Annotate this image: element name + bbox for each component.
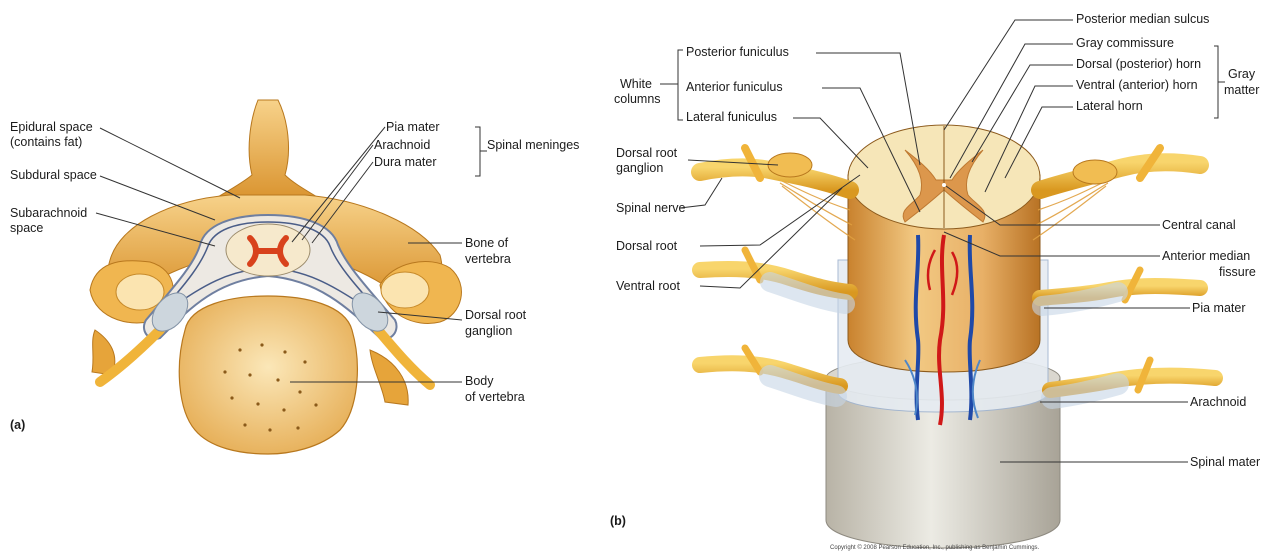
- label-bone-of-vertebra-2: vertebra: [465, 252, 511, 267]
- label-body-of-vertebra-2: of vertebra: [465, 390, 525, 405]
- label-gray-commissure: Gray commissure: [1076, 36, 1174, 51]
- label-gray: Gray: [1228, 67, 1255, 82]
- label-spinal-mater: Spinal mater: [1190, 455, 1260, 470]
- panel-b-letter: (b): [610, 514, 626, 529]
- label-dorsal-root-ganglion-b-2: ganglion: [616, 161, 663, 176]
- label-white: White: [620, 77, 652, 92]
- label-arachnoid-b: Arachnoid: [1190, 395, 1246, 410]
- label-anterior-funiculus: Anterior funiculus: [686, 80, 783, 95]
- spinal-cord-illustration: [700, 125, 1215, 548]
- label-subarachnoid-space: Subarachnoid: [10, 206, 87, 221]
- label-dorsal-horn: Dorsal (posterior) horn: [1076, 57, 1201, 72]
- label-anterior-median: Anterior median: [1162, 249, 1250, 264]
- label-ventral-root: Ventral root: [616, 279, 680, 294]
- label-lateral-horn: Lateral horn: [1076, 99, 1143, 114]
- panel-a-letter: (a): [10, 418, 25, 433]
- label-gray-matter: matter: [1224, 83, 1259, 98]
- label-white-columns: columns: [614, 92, 661, 107]
- label-fissure: fissure: [1219, 265, 1256, 280]
- label-ventral-horn: Ventral (anterior) horn: [1076, 78, 1198, 93]
- label-bone-of-vertebra: Bone of: [465, 236, 508, 251]
- label-pia-mater-a: Pia mater: [386, 120, 440, 135]
- label-epidural-space-note: (contains fat): [10, 135, 82, 150]
- label-spinal-nerve: Spinal nerve: [616, 201, 686, 216]
- label-subarachnoid-space-2: space: [10, 221, 43, 236]
- label-dura-mater-a: Dura mater: [374, 155, 437, 170]
- label-central-canal: Central canal: [1162, 218, 1236, 233]
- label-spinal-meninges: Spinal meninges: [487, 138, 579, 153]
- label-dorsal-root-ganglion-a-2: ganglion: [465, 324, 512, 339]
- vertebra-illustration: [90, 100, 461, 454]
- label-subdural-space: Subdural space: [10, 168, 97, 183]
- label-dorsal-root: Dorsal root: [616, 239, 677, 254]
- label-posterior-funiculus: Posterior funiculus: [686, 45, 789, 60]
- label-pia-mater-b: Pia mater: [1192, 301, 1246, 316]
- label-body-of-vertebra: Body: [465, 374, 494, 389]
- label-dorsal-root-ganglion-b: Dorsal root: [616, 146, 677, 161]
- label-arachnoid-a: Arachnoid: [374, 138, 430, 153]
- label-dorsal-root-ganglion-a: Dorsal root: [465, 308, 526, 323]
- label-epidural-space: Epidural space: [10, 120, 93, 135]
- label-lateral-funiculus: Lateral funiculus: [686, 110, 777, 125]
- label-posterior-median-sulcus: Posterior median sulcus: [1076, 12, 1209, 27]
- copyright-notice: Copyright © 2008 Pearson Education, Inc.…: [830, 545, 1039, 551]
